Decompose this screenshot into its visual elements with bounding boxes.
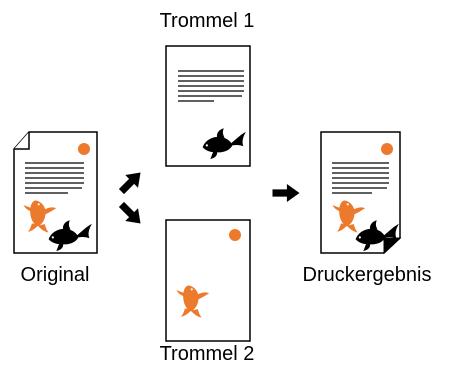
orange-dot-icon: [229, 229, 241, 241]
orange-dot-icon: [78, 143, 90, 155]
drum-2-label: Trommel 2: [160, 343, 255, 365]
result-document: [320, 131, 402, 255]
original-document: [13, 131, 98, 254]
drum-2-document: [165, 219, 251, 342]
drum-1-document: [165, 45, 251, 167]
drum-1-label: Trommel 1: [160, 10, 255, 32]
arrow-to-drum-1: [115, 166, 147, 198]
original-label: Original: [21, 264, 90, 286]
arrow-to-drum-2: [115, 198, 147, 230]
result-label: Druckergebnis: [303, 264, 432, 286]
arrow-icon: [272, 184, 300, 202]
arrow-to-result: [272, 184, 300, 202]
arrow-icon: [115, 198, 147, 230]
orange-dot-icon: [381, 143, 393, 155]
arrow-icon: [115, 166, 147, 198]
